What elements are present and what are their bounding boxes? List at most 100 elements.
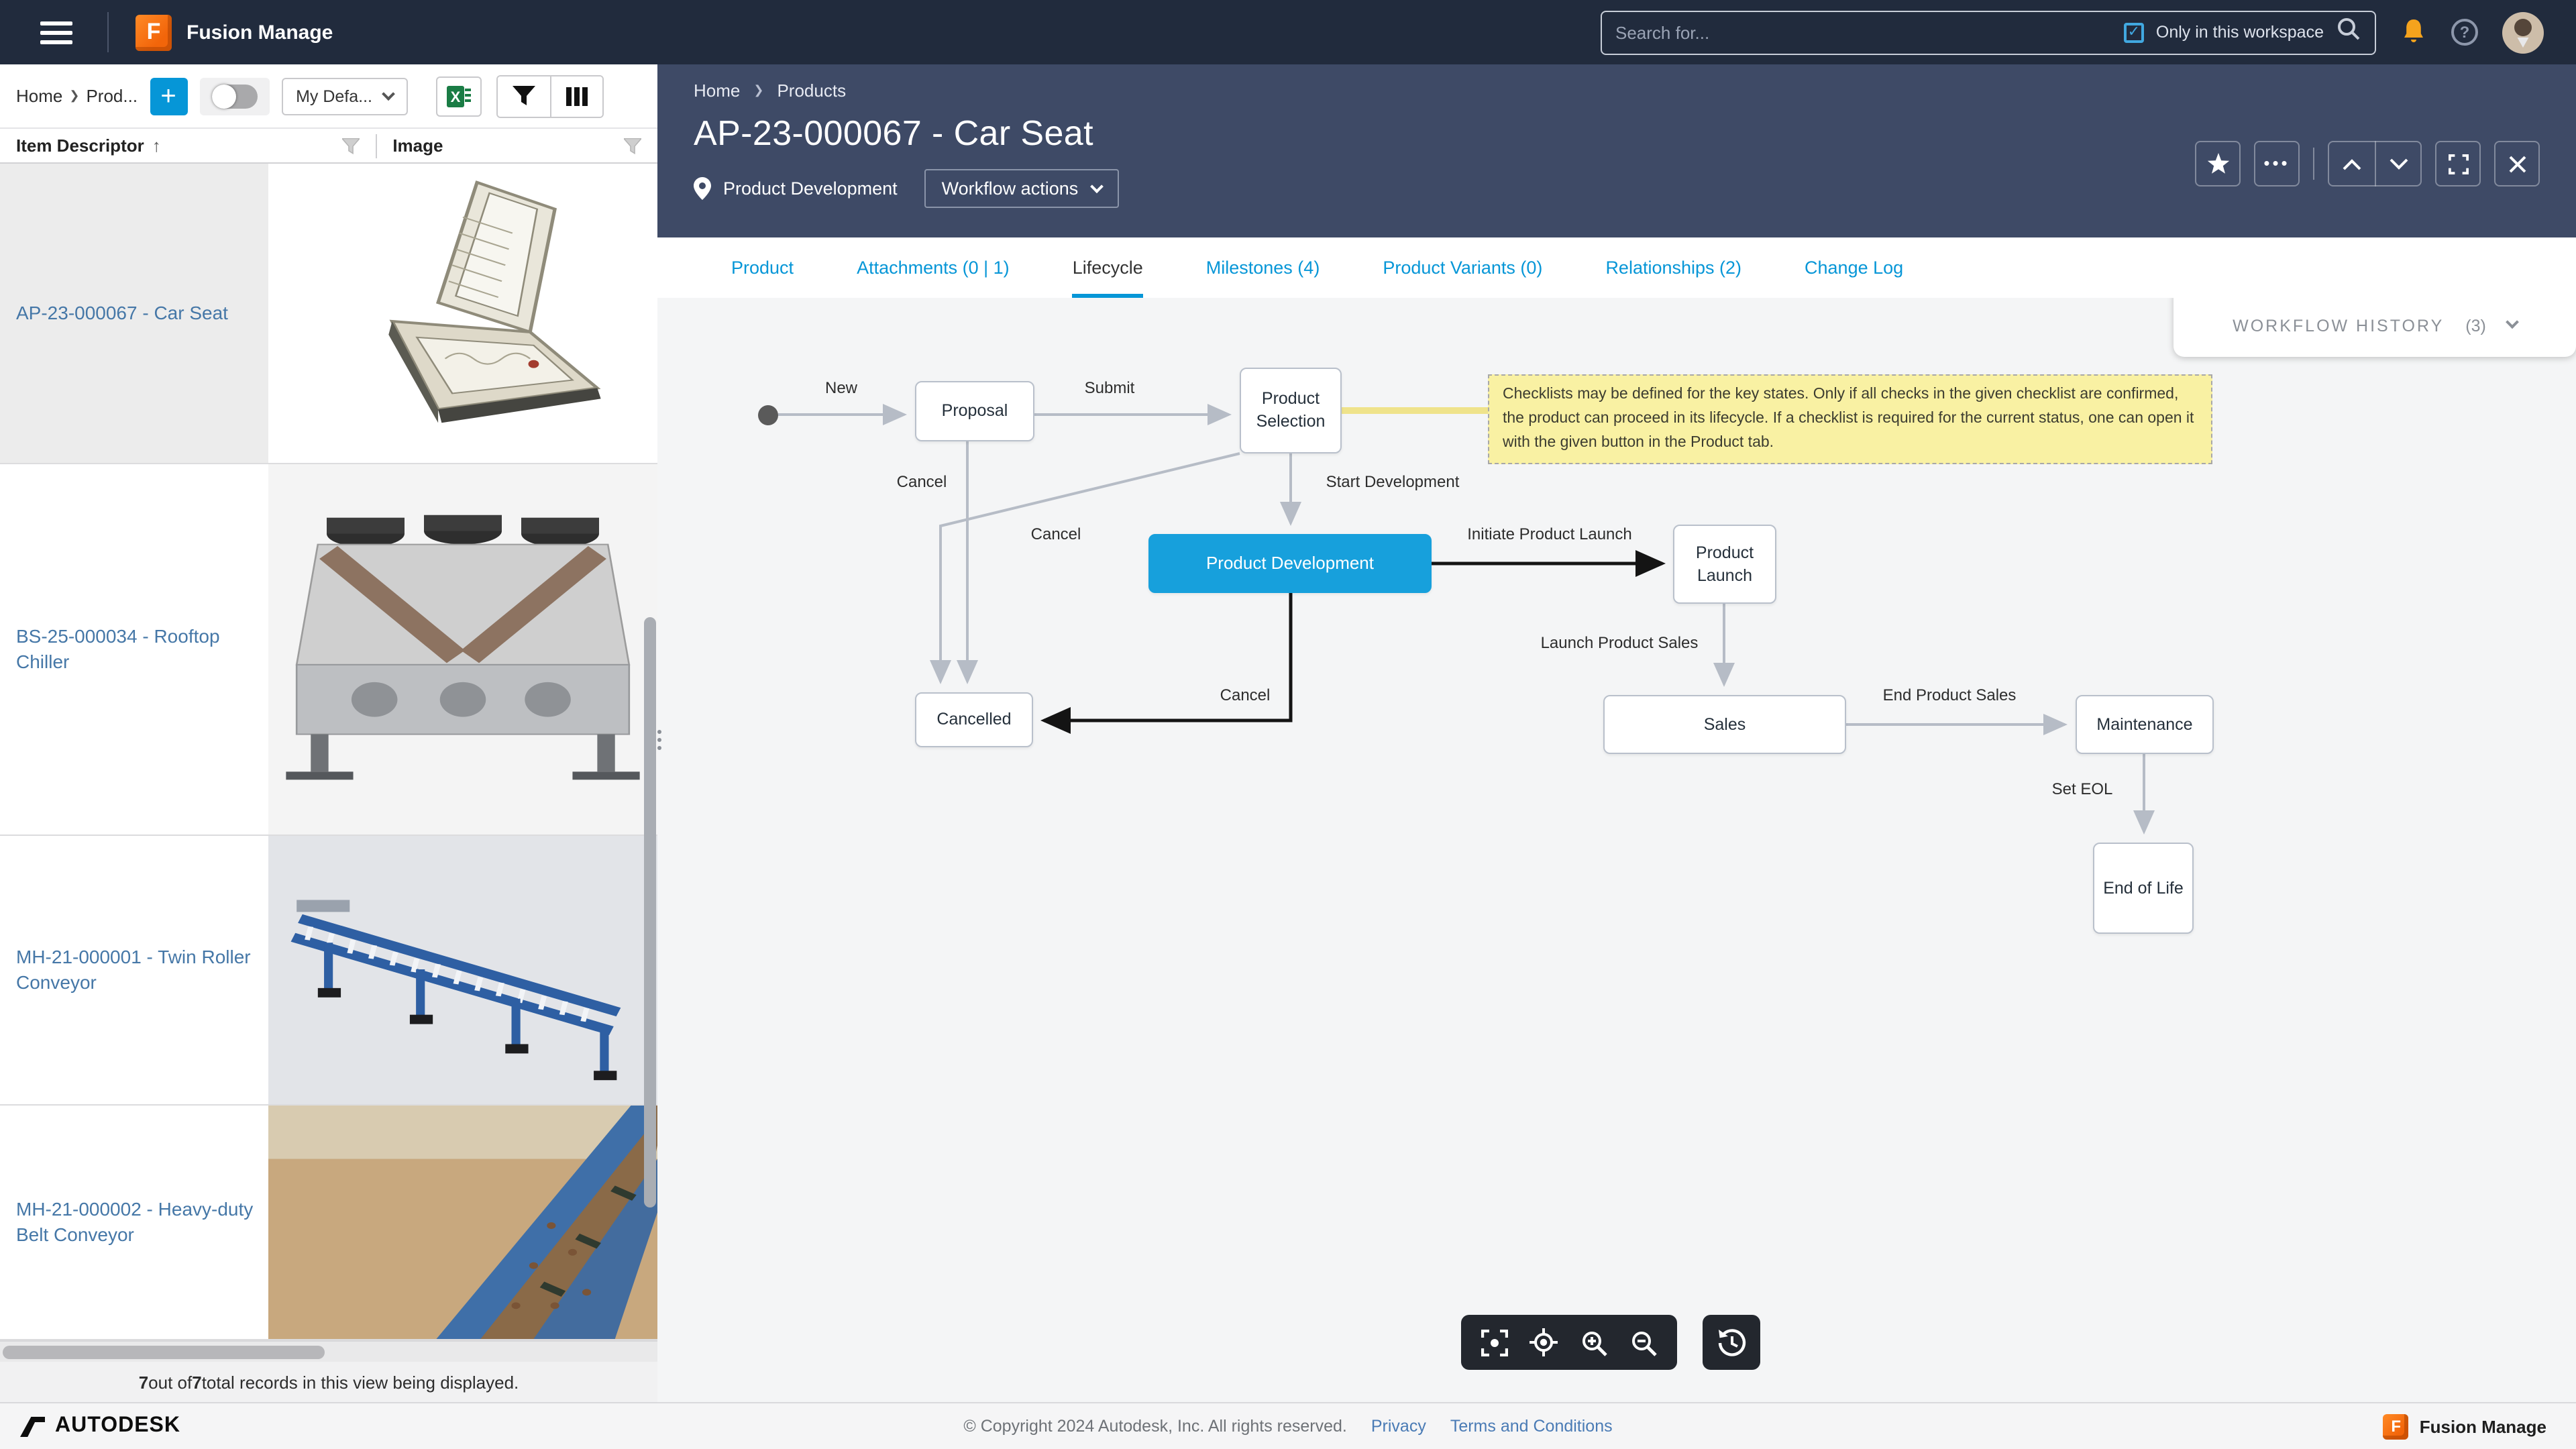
top-bar: F Fusion Manage ✓ Only in this workspace… [0,0,2576,64]
fullscreen-button[interactable] [2435,141,2481,186]
close-button[interactable] [2494,141,2540,186]
tab-product-variants[interactable]: Product Variants (0) [1383,258,1543,278]
center-view-icon[interactable] [1524,1322,1564,1362]
bell-icon[interactable] [2400,17,2427,47]
chevron-up-icon [2343,158,2361,170]
search-input[interactable] [1615,22,2112,42]
workflow-history-icon[interactable] [1703,1315,1760,1370]
svg-text:X: X [450,88,460,105]
tab-change-log[interactable]: Change Log [1805,258,1904,278]
record-link[interactable]: MH-21-000001 - Twin Roller Conveyor [16,946,251,993]
product-badge: F Fusion Manage [2383,1413,2546,1439]
tab-lifecycle[interactable]: Lifecycle [1072,237,1143,298]
hamburger-icon[interactable] [40,21,72,44]
chevron-down-icon [2505,315,2519,329]
transition-submit: Submit [1084,378,1135,397]
filter-icon[interactable] [341,138,360,154]
page-title: AP-23-000067 - Car Seat [694,113,1093,153]
tab-attachments[interactable]: Attachments (0 | 1) [857,258,1010,278]
breadcrumb[interactable]: Home ❯ Products [694,80,847,101]
next-record-button[interactable] [2375,141,2420,186]
help-icon[interactable]: ? [2451,19,2478,46]
column-item-descriptor[interactable]: Item Descriptor [16,136,144,156]
fusion-logo-icon: F [2383,1413,2409,1439]
checklist-note: Checklists may be defined for the key st… [1488,374,2212,465]
search-box[interactable]: ✓ Only in this workspace [1601,10,2376,54]
horizontal-scrollbar-thumb[interactable] [3,1346,325,1359]
location-pin-icon [694,177,711,200]
detail-tabs: Product Attachments (0 | 1) Lifecycle Mi… [657,237,2576,298]
record-link[interactable]: MH-21-000002 - Heavy-duty Belt Conveyor [16,1198,254,1245]
lifecycle-state-label: Product Development [723,178,898,199]
workflow-actions-button[interactable]: Workflow actions [924,169,1119,208]
star-icon [2206,153,2229,174]
chevron-down-icon [381,87,394,101]
record-nav-group [2328,141,2422,186]
panel-splitter-handle[interactable] [657,730,661,750]
panel-breadcrumb[interactable]: Home ❯ Prod... [16,86,138,106]
workflow-history-panel[interactable]: WORKFLOW HISTORY (3) [2174,298,2576,357]
state-product-development[interactable]: Product Development [1148,534,1432,593]
product-image-rooftop-chiller [268,464,657,835]
user-avatar[interactable] [2502,11,2544,53]
table-row[interactable]: BS-25-000034 - Rooftop Chiller [0,464,657,836]
add-record-button[interactable]: + [150,77,188,115]
workspace-scope-checkbox[interactable]: ✓ [2123,22,2144,42]
copyright-text: © Copyright 2024 Autodesk, Inc. All righ… [963,1417,1347,1436]
canvas-toolbar [1461,1315,1677,1370]
zoom-out-icon[interactable] [1624,1322,1664,1362]
tab-product[interactable]: Product [731,258,794,278]
privacy-link[interactable]: Privacy [1371,1417,1426,1436]
search-icon[interactable] [2336,16,2361,48]
product-image-twin-roller-conveyor [268,836,657,1104]
columns-icon [566,87,587,105]
state-proposal[interactable]: Proposal [915,381,1034,441]
fit-view-icon[interactable] [1474,1322,1514,1362]
sort-asc-icon[interactable]: ↑ [152,136,161,156]
columns-button[interactable] [549,76,602,116]
state-sales[interactable]: Sales [1603,695,1846,754]
transition-cancel-proposal: Cancel [896,472,947,491]
filter-icon[interactable] [624,138,642,154]
tab-milestones[interactable]: Milestones (4) [1205,258,1320,278]
filter-button[interactable] [497,76,549,116]
records-toolbar: Home ❯ Prod... + My Defa... X [0,64,657,129]
state-cancelled[interactable]: Cancelled [915,692,1033,747]
transition-new: New [824,378,858,397]
record-link[interactable]: AP-23-000067 - Car Seat [16,302,228,324]
product-image-car-seat [268,164,657,463]
state-end-of-life[interactable]: End of Life [2093,843,2194,934]
filter-icon [512,86,535,105]
view-toggle[interactable] [199,77,270,115]
favorite-button[interactable] [2195,141,2241,186]
column-image[interactable]: Image [392,136,443,156]
transition-launch-product-sales: Launch Product Sales [1540,633,1699,652]
lifecycle-canvas[interactable]: Proposal Product Selection Product Devel… [657,298,2576,1402]
record-link[interactable]: BS-25-000034 - Rooftop Chiller [16,625,220,672]
state-maintenance[interactable]: Maintenance [2076,695,2214,754]
table-row[interactable]: MH-21-000002 - Heavy-duty Belt Conveyor [0,1106,657,1340]
zoom-in-icon[interactable] [1574,1322,1614,1362]
autodesk-logo: AUTODESK [20,1414,180,1438]
chevron-right-icon: ❯ [753,83,764,97]
page-footer: AUTODESK © Copyright 2024 Autodesk, Inc.… [0,1402,2576,1449]
table-row[interactable]: MH-21-000001 - Twin Roller Conveyor [0,836,657,1106]
workspace-scope-label: Only in this workspace [2155,23,2324,42]
saved-view-selector[interactable]: My Defa... [281,77,407,115]
transition-cancel-selection: Cancel [1030,525,1081,543]
transition-set-eol: Set EOL [2051,780,2113,798]
state-product-launch[interactable]: Product Launch [1673,525,1776,604]
previous-record-button[interactable] [2329,141,2375,186]
horizontal-scrollbar[interactable] [0,1340,657,1362]
column-header-row: Item Descriptor ↑ Image [0,129,657,164]
fusion-logo-icon: F [136,14,172,50]
vertical-scrollbar-thumb[interactable] [644,617,656,1208]
terms-link[interactable]: Terms and Conditions [1450,1417,1613,1436]
records-panel: Home ❯ Prod... + My Defa... X [0,64,661,1402]
table-row[interactable]: AP-23-000067 - Car Seat [0,164,657,464]
tab-relationships[interactable]: Relationships (2) [1605,258,1742,278]
more-actions-button[interactable]: ••• [2254,141,2300,186]
state-product-selection[interactable]: Product Selection [1240,368,1342,453]
excel-export-button[interactable]: X [435,76,481,116]
